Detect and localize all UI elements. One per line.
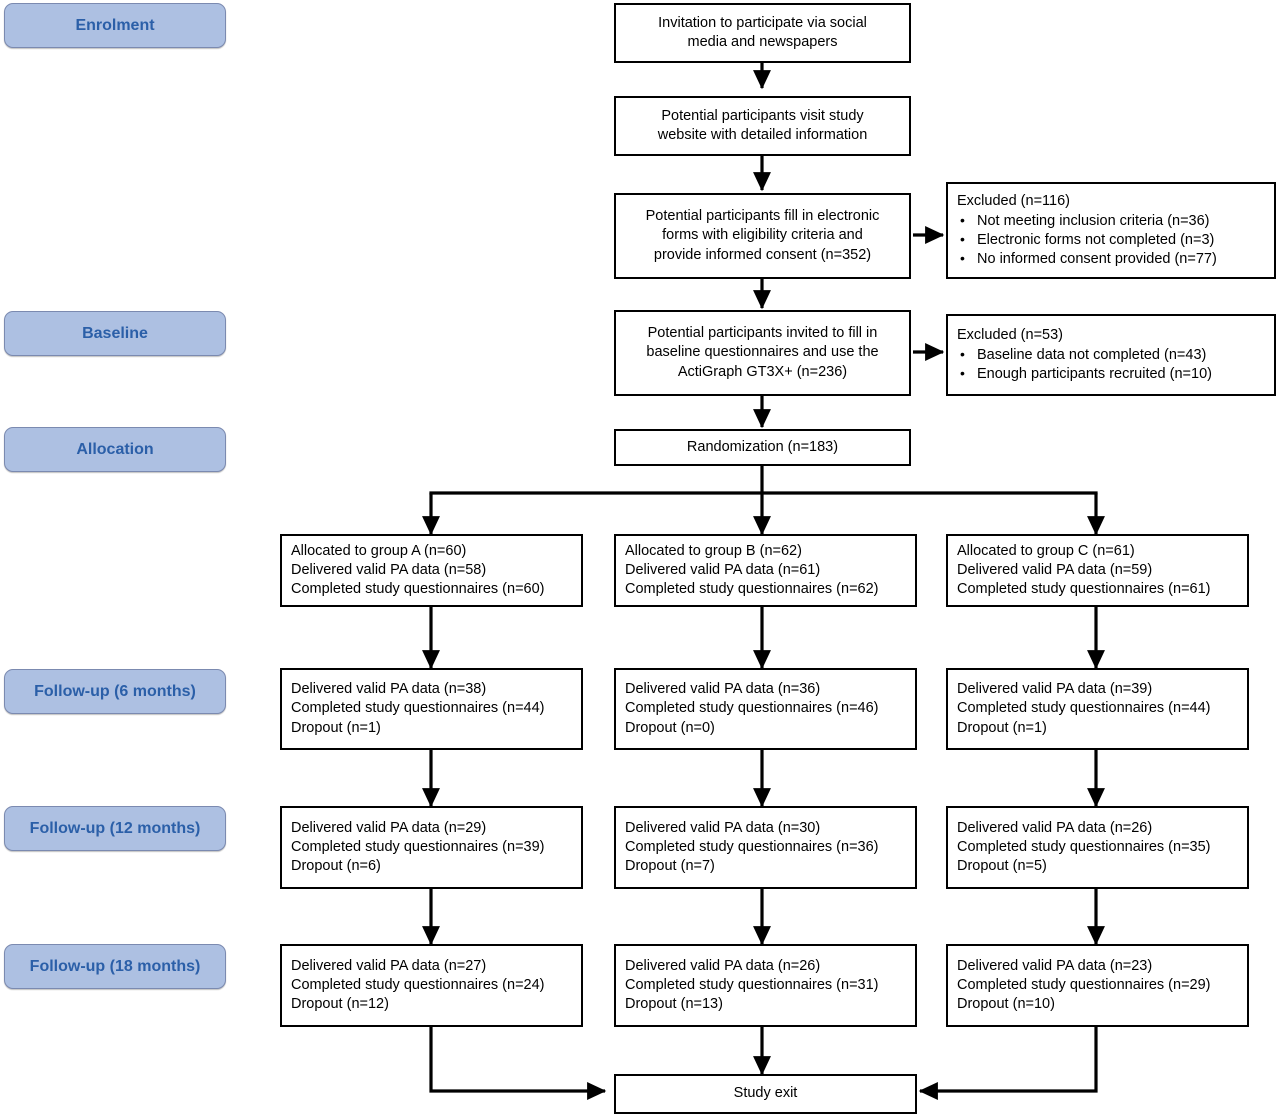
bullet-icon: • (960, 365, 965, 382)
box-followup6-group-b: Delivered valid PA data (n=36) Completed… (614, 668, 917, 750)
fu18-c-line-3: Dropout (n=10) (957, 996, 1055, 1013)
fu6-b-line-3: Dropout (n=0) (625, 719, 715, 736)
box-followup18-group-b: Delivered valid PA data (n=26) Completed… (614, 944, 917, 1027)
website-line-2: website with detailed information (657, 127, 868, 143)
excluded-2-item-1: Baseline data not completed (n=43) (977, 346, 1207, 363)
box-invitation: Invitation to participate via social med… (614, 3, 911, 63)
list-item: • No informed consent provided (n=77) (957, 250, 1265, 269)
excluded-1-item-1: Not meeting inclusion criteria (n=36) (977, 212, 1210, 229)
bullet-icon: • (960, 211, 965, 228)
box-baseline-invited: Potential participants invited to fill i… (614, 310, 911, 396)
fu6-a-line-3: Dropout (n=1) (291, 719, 381, 736)
box-eligibility-consent: Potential participants fill in electroni… (614, 193, 911, 279)
alloc-a-line-3: Completed study questionnaires (n=60) (291, 581, 545, 598)
excluded-2-item-2: Enough participants recruited (n=10) (977, 366, 1212, 383)
fu6-c-line-2: Completed study questionnaires (n=44) (957, 700, 1211, 717)
box-excluded-baseline: Excluded (n=53) • Baseline data not compl… (946, 314, 1276, 396)
fu12-a-line-2: Completed study questionnaires (n=39) (291, 838, 545, 855)
box-study-exit: Study exit (614, 1074, 917, 1114)
box-followup6-group-a: Delivered valid PA data (n=38) Completed… (280, 668, 583, 750)
alloc-b-line-2: Delivered valid PA data (n=61) (625, 561, 821, 578)
fu18-a-line-1: Delivered valid PA data (n=27) (291, 957, 487, 974)
fu6-b-line-2: Completed study questionnaires (n=46) (625, 700, 879, 717)
excluded-2-list: • Baseline data not completed (n=43) • Eno… (957, 346, 1265, 384)
alloc-a-line-2: Delivered valid PA data (n=58) (291, 561, 487, 578)
fu12-b-line-2: Completed study questionnaires (n=36) (625, 838, 879, 855)
box-followup12-group-c: Delivered valid PA data (n=26) Completed… (946, 806, 1249, 889)
fu18-b-line-2: Completed study questionnaires (n=31) (625, 976, 879, 993)
fu6-b-line-1: Delivered valid PA data (n=36) (625, 681, 821, 698)
box-followup18-group-a: Delivered valid PA data (n=27) Completed… (280, 944, 583, 1027)
stage-pill-followup-6-months: Follow-up (6 months) (4, 669, 226, 714)
box-followup18-group-c: Delivered valid PA data (n=23) Completed… (946, 944, 1249, 1027)
fu6-a-line-2: Completed study questionnaires (n=44) (291, 700, 545, 717)
fu12-c-line-3: Dropout (n=5) (957, 858, 1047, 875)
box-allocation-group-b: Allocated to group B (n=62) Delivered va… (614, 534, 917, 607)
fu12-b-line-3: Dropout (n=7) (625, 858, 715, 875)
box-randomization: Randomization (n=183) (614, 429, 911, 466)
stage-pill-followup-12-months: Follow-up (12 months) (4, 806, 226, 851)
study-exit-label: Study exit (733, 1085, 798, 1102)
fu18-b-line-3: Dropout (n=13) (625, 996, 723, 1013)
baseline-line-2: baseline questionnaires and use the (646, 344, 879, 361)
list-item: • Not meeting inclusion criteria (n=36) (957, 212, 1265, 231)
fu12-b-line-1: Delivered valid PA data (n=30) (625, 819, 821, 836)
fu12-a-line-1: Delivered valid PA data (n=29) (291, 819, 487, 836)
bullet-icon: • (960, 345, 965, 362)
list-item: • Electronic forms not completed (n=3) (957, 231, 1265, 250)
stage-label: Enrolment (75, 16, 155, 34)
box-followup12-group-a: Delivered valid PA data (n=29) Completed… (280, 806, 583, 889)
baseline-line-3: ActiGraph GT3X+ (n=236) (677, 363, 848, 380)
fu6-a-line-1: Delivered valid PA data (n=38) (291, 681, 487, 698)
box-excluded-enrolment: Excluded (n=116) • Not meeting inclusion … (946, 182, 1276, 279)
excluded-1-item-3: No informed consent provided (n=77) (977, 251, 1217, 268)
excluded-2-header: Excluded (n=53) (957, 326, 1063, 343)
fu18-a-line-3: Dropout (n=12) (291, 996, 389, 1013)
eligibility-line-1: Potential participants fill in electroni… (645, 208, 880, 225)
excluded-1-header: Excluded (n=116) (957, 192, 1070, 209)
stage-pill-baseline: Baseline (4, 311, 226, 356)
bullet-icon: • (960, 250, 965, 267)
alloc-b-line-1: Allocated to group B (n=62) (625, 542, 802, 559)
stage-pill-allocation: Allocation (4, 427, 226, 472)
stage-label: Baseline (82, 324, 148, 342)
alloc-b-line-3: Completed study questionnaires (n=62) (625, 581, 879, 598)
stage-pill-enrolment: Enrolment (4, 3, 226, 48)
fu18-b-line-1: Delivered valid PA data (n=26) (625, 957, 821, 974)
eligibility-line-2: forms with eligibility criteria and (662, 227, 863, 244)
excluded-1-item-2: Electronic forms not completed (n=3) (977, 232, 1215, 248)
box-followup6-group-c: Delivered valid PA data (n=39) Completed… (946, 668, 1249, 750)
stage-label: Allocation (76, 440, 154, 458)
stage-pill-followup-18-months: Follow-up (18 months) (4, 944, 226, 989)
bullet-icon: • (960, 231, 965, 247)
website-line-1: Potential participants visit study (661, 107, 864, 124)
fu18-c-line-2: Completed study questionnaires (n=29) (957, 976, 1211, 993)
invitation-line-1: Invitation to participate via social (658, 14, 867, 31)
box-allocation-group-a: Allocated to group A (n=60) Delivered va… (280, 534, 583, 607)
eligibility-line-3: provide informed consent (n=352) (653, 246, 872, 263)
alloc-c-line-2: Delivered valid PA data (n=59) (957, 561, 1153, 578)
alloc-c-line-3: Completed study questionnaires (n=61) (957, 581, 1211, 598)
stage-label: Follow-up (12 months) (29, 819, 201, 837)
excluded-1-list: • Not meeting inclusion criteria (n=36) •… (957, 212, 1265, 269)
randomization-label: Randomization (n=183) (686, 438, 839, 455)
fu12-a-line-3: Dropout (n=6) (291, 858, 381, 875)
stage-label: Follow-up (18 months) (29, 957, 201, 975)
fu18-a-line-2: Completed study questionnaires (n=24) (291, 976, 545, 993)
baseline-line-1: Potential participants invited to fill i… (647, 325, 878, 342)
fu18-c-line-1: Delivered valid PA data (n=23) (957, 957, 1153, 974)
invitation-line-2: media and newspapers (687, 34, 838, 50)
box-study-website: Potential participants visit study websi… (614, 96, 911, 156)
box-followup12-group-b: Delivered valid PA data (n=30) Completed… (614, 806, 917, 889)
box-allocation-group-c: Allocated to group C (n=61) Delivered va… (946, 534, 1249, 607)
stage-label: Follow-up (6 months) (34, 682, 196, 700)
alloc-c-line-1: Allocated to group C (n=61) (957, 542, 1135, 559)
fu6-c-line-3: Dropout (n=1) (957, 719, 1047, 736)
list-item: • Enough participants recruited (n=10) (957, 365, 1265, 384)
alloc-a-line-1: Allocated to group A (n=60) (291, 542, 467, 559)
fu12-c-line-2: Completed study questionnaires (n=35) (957, 838, 1211, 855)
fu12-c-line-1: Delivered valid PA data (n=26) (957, 819, 1153, 836)
list-item: • Baseline data not completed (n=43) (957, 346, 1265, 365)
fu6-c-line-1: Delivered valid PA data (n=39) (957, 681, 1153, 698)
